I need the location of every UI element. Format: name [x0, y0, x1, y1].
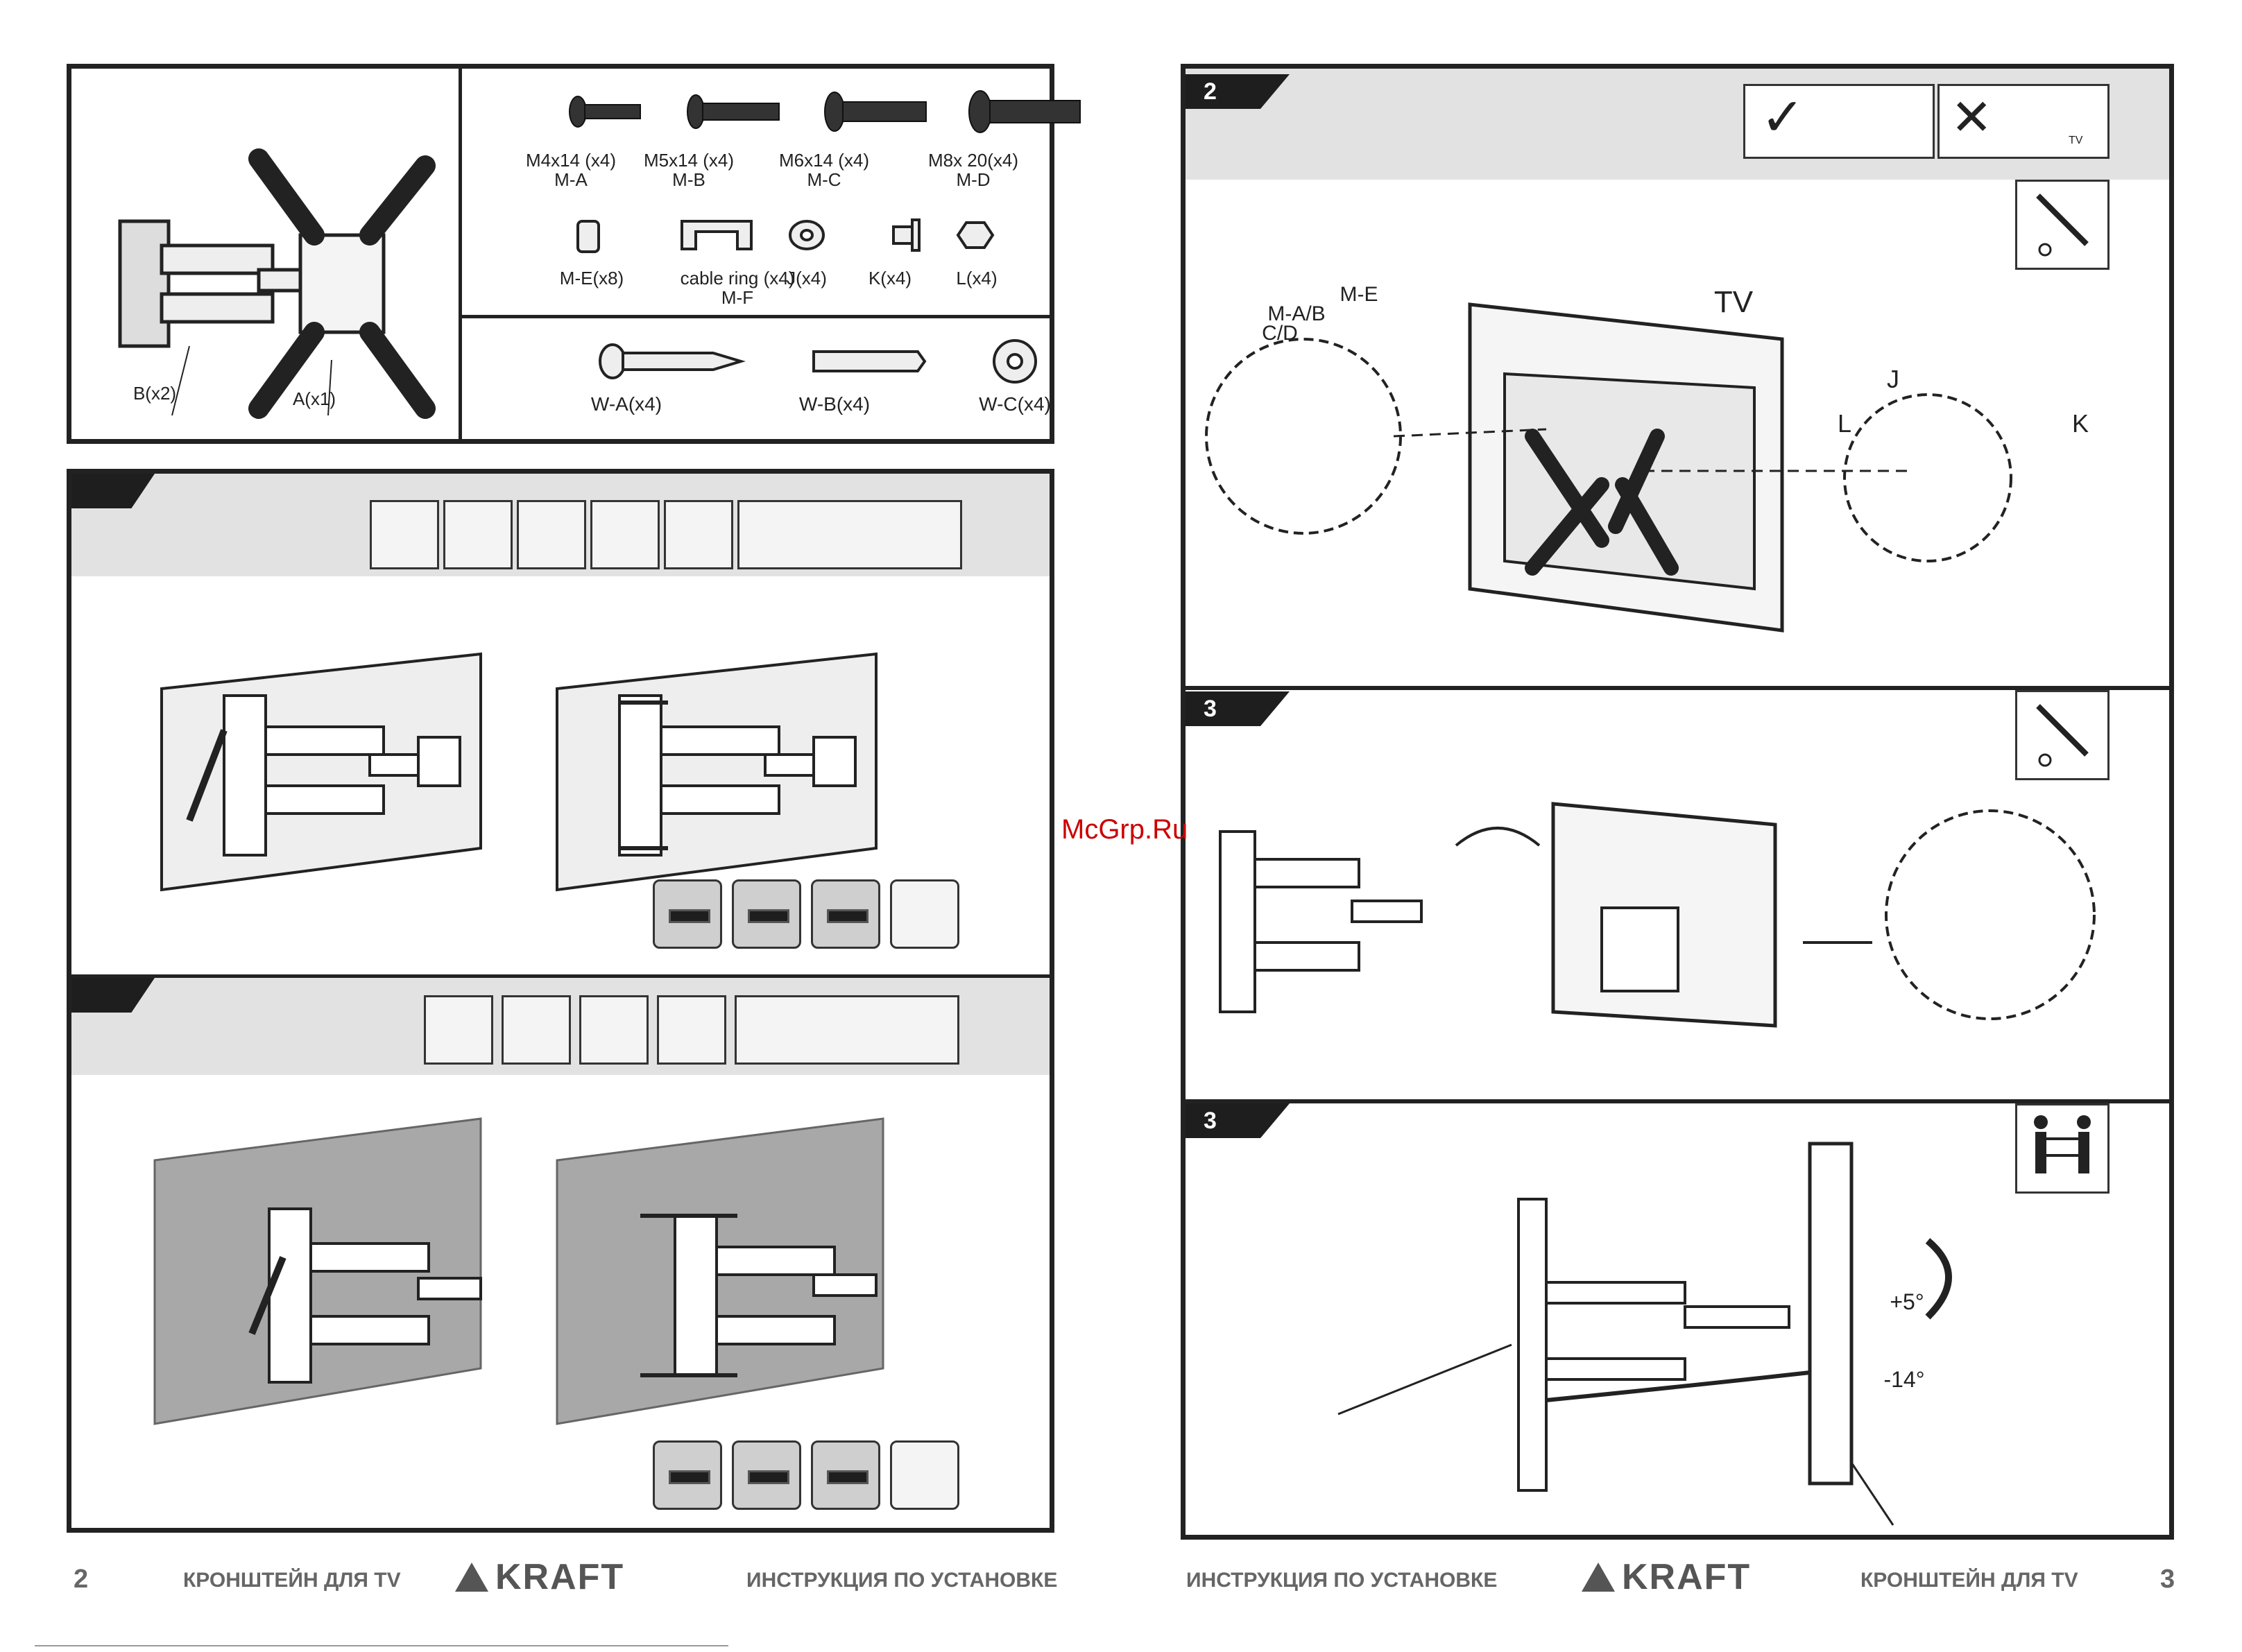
- tool-drill-bit-concrete: [735, 995, 959, 1065]
- footer-left-subtitle: ИНСТРУКЦИЯ ПО УСТАНОВКЕ: [746, 1569, 1057, 1592]
- wall-part-icons: [474, 332, 1070, 388]
- footer-right-title: КРОНШТЕЙН ДЛЯ TV: [1860, 1569, 2078, 1592]
- wall-part-label-wa: W-A(x4): [557, 395, 696, 414]
- label-bracket-b: B(x2): [113, 384, 196, 403]
- callout-k: K: [2066, 414, 2094, 433]
- callout-tv: TV: [1699, 286, 1768, 318]
- kraft-logo-icon-right: [1582, 1563, 1615, 1592]
- small-part-icons: [474, 207, 1070, 263]
- footer-right-subtitle: ИНСТРУКЦИЯ ПО УСТАНОВКЕ: [1186, 1569, 1497, 1592]
- tool-level-concrete: [502, 995, 571, 1065]
- check-icon: ✓: [1761, 90, 1805, 146]
- wall-part-label-wc: W-C(x4): [945, 395, 1084, 414]
- tool-pencil-concrete: [579, 995, 649, 1065]
- cross-icon: ✕: [1951, 90, 1992, 146]
- screw-icons: [488, 83, 1070, 138]
- callout-l: L: [1831, 414, 1858, 433]
- two-person-icon: [2017, 1105, 2107, 1189]
- tool-drill-concrete-final: [890, 1440, 959, 1510]
- kraft-logo-icon: [455, 1563, 488, 1592]
- footer-left-brand: KRAFT: [455, 1556, 624, 1598]
- screw-label-mb: M5x14 (x4)M-B: [619, 150, 758, 189]
- tilt-down-label: -14°: [1876, 1370, 1932, 1389]
- step3b-tag: 3: [1186, 1103, 1290, 1138]
- parts-divider-vertical: [459, 69, 462, 439]
- tool-stud-finder: [370, 500, 439, 569]
- level-check-concrete-1: [653, 1440, 722, 1510]
- callout-j: J: [1879, 370, 1907, 389]
- screw-label-md: M8x 20(x4)M-D: [897, 150, 1050, 189]
- tool-drill-final: [890, 879, 959, 949]
- wall-part-label-wb: W-B(x4): [765, 395, 904, 414]
- parts-divider-horizontal: [462, 315, 1054, 318]
- step-wood-wall-panel: [67, 469, 1054, 1533]
- screw-label-mc: M6x14 (x4)M-C: [755, 150, 893, 189]
- step2-correct-box: ✓: [1743, 84, 1935, 159]
- footer-right-brand: KRAFT: [1582, 1556, 1751, 1598]
- concrete-wall-drawing-1: [155, 1119, 502, 1431]
- level-check-1: [653, 879, 722, 949]
- small-part-label-me: M-E(x8): [522, 268, 661, 288]
- level-check-concrete-2: [732, 1440, 801, 1510]
- tool-drill: [664, 500, 733, 569]
- label-bracket-a: A(x1): [273, 389, 356, 408]
- small-part-label-j: J(x4): [772, 268, 841, 288]
- level-check-2: [732, 879, 801, 949]
- step3a-tag: 3: [1186, 691, 1290, 726]
- step3a-screwdriver-box: [2015, 690, 2110, 780]
- parts-panel: B(x2) A(x1) M4x14 (x4)M-A M5x14 (x4)M-B …: [67, 64, 1054, 444]
- tilt-up-label: +5°: [1879, 1292, 1935, 1311]
- concrete-wall-drawing-2: [557, 1119, 904, 1431]
- watermark: McGrp.Ru: [1061, 814, 1188, 845]
- wood-wall-drawing-2: [557, 640, 890, 904]
- step3b-side-drawing: [1324, 1137, 2018, 1525]
- tool-level: [517, 500, 586, 569]
- tool-concrete-sample: [424, 995, 493, 1065]
- step2-screwdriver-box: [2015, 180, 2110, 270]
- steps-right-panel: 2 ✓ ✕ TV M-A/B C/D M-E TV L J K 3: [1181, 64, 2174, 1540]
- tool-drill-concrete: [657, 995, 726, 1065]
- footer-right-page-number: 3: [2160, 1565, 2175, 1594]
- callout-mab: M-A/B: [1255, 304, 1338, 324]
- wood-wall-drawing-1: [162, 640, 495, 904]
- screwdriver-icon-3a: [2017, 692, 2107, 775]
- tool-level-box: [443, 500, 513, 569]
- bottom-crop-line: [35, 1645, 728, 1646]
- level-check-concrete-3: [811, 1440, 880, 1510]
- footer-left-page-number: 2: [74, 1565, 88, 1594]
- step2-wrong-box: ✕ TV: [1937, 84, 2110, 159]
- tool-drill-bit: [737, 500, 962, 569]
- level-check-3: [811, 879, 880, 949]
- step3a-drawing: [1206, 804, 2150, 1053]
- screwdriver-icon: [2017, 182, 2107, 265]
- step2-tv-drawing: [1213, 263, 2143, 623]
- callout-cd: C/D: [1252, 324, 1308, 343]
- step3b-two-person-box: [2015, 1103, 2110, 1194]
- footer-left-title: КРОНШТЕЙН ДЛЯ TV: [183, 1569, 401, 1592]
- small-part-label-k: K(x4): [855, 268, 925, 288]
- small-part-label-l: L(x4): [942, 268, 1011, 288]
- tool-pencil: [590, 500, 660, 569]
- callout-me: M-E: [1324, 285, 1394, 304]
